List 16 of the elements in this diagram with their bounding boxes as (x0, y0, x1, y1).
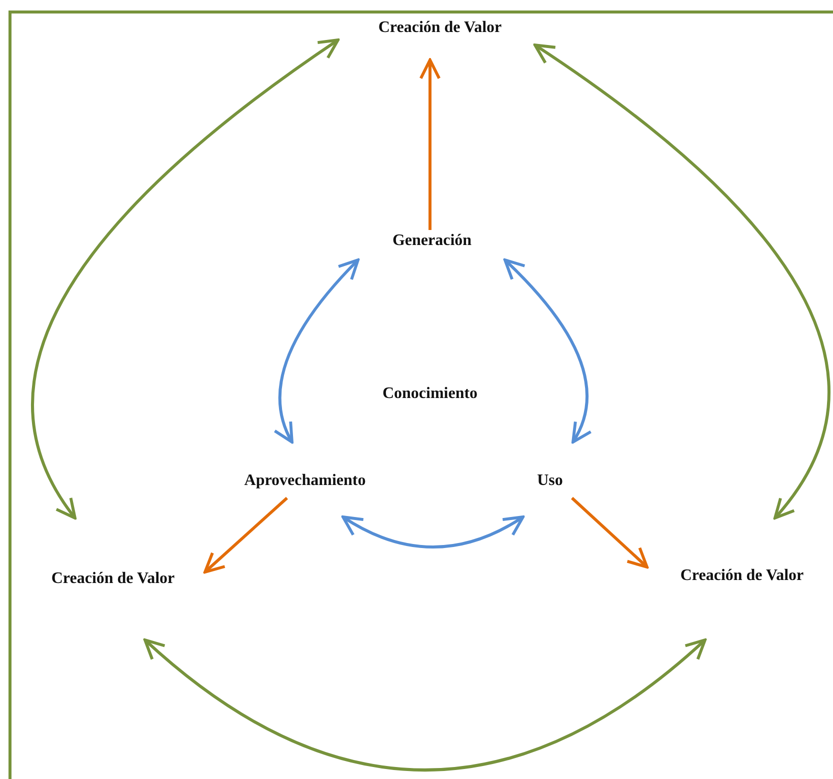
arrow (504, 258, 592, 444)
node-label: Creación de Valor (680, 567, 804, 584)
node-label: Creación de Valor (51, 570, 175, 587)
center-label: Conocimiento (382, 385, 478, 403)
node-label: Generación (392, 232, 472, 249)
arrow (274, 258, 360, 444)
arrow (342, 516, 524, 548)
arrow (144, 638, 706, 772)
arrow (31, 38, 340, 520)
node-label: Uso (537, 472, 563, 489)
arrow (570, 496, 648, 568)
arrow (419, 58, 441, 230)
node-label: Creación de Valor (378, 19, 502, 36)
node-label: Aprovechamiento (244, 472, 366, 489)
arrow (534, 44, 830, 520)
arrow (204, 496, 288, 574)
